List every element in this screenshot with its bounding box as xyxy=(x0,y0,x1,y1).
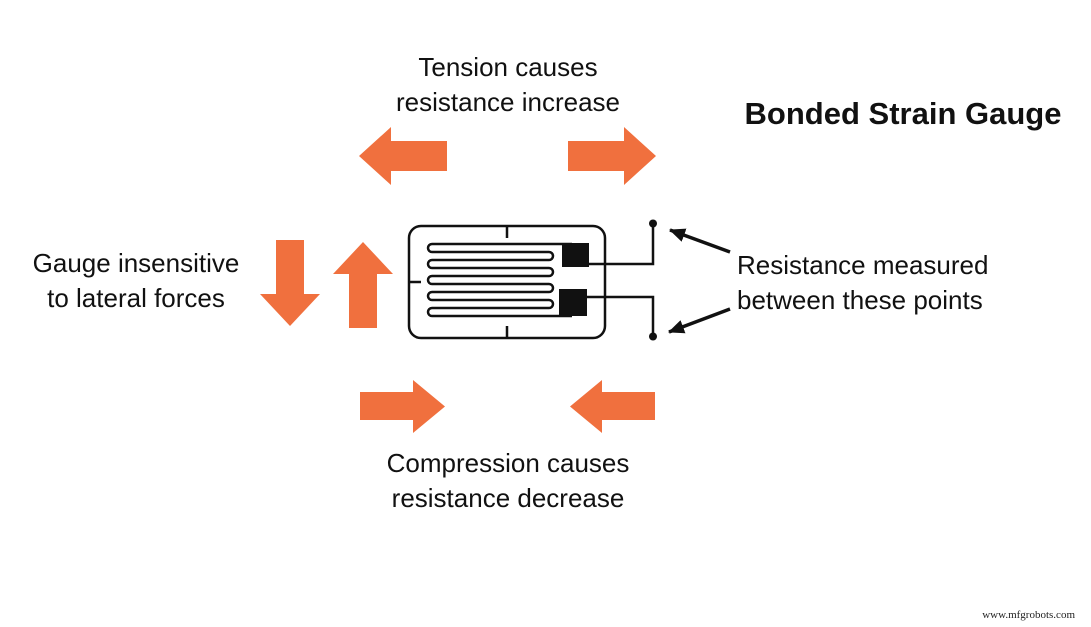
compression-caption: Compression causes resistance decrease xyxy=(387,446,630,516)
tension-caption-line2: resistance increase xyxy=(396,87,620,117)
arrow-right-shape xyxy=(360,380,445,433)
resistance-caption-line2: between these points xyxy=(737,285,983,315)
gauge-serpentine-grid xyxy=(426,242,572,318)
tension-caption-line1: Tension causes xyxy=(418,52,598,82)
solder-pad-top xyxy=(562,243,589,267)
lateral-arrow-down-icon xyxy=(260,240,320,326)
lateral-caption-line1: Gauge insensitive xyxy=(32,248,240,278)
lateral-arrow-up-icon xyxy=(333,242,393,328)
lateral-caption-line2: to lateral forces xyxy=(47,283,225,313)
pointer-arrow-top-icon xyxy=(669,228,731,254)
compression-caption-line1: Compression causes xyxy=(386,448,630,478)
solder-pad-bottom xyxy=(559,289,587,316)
lateral-caption: Gauge insensitive to lateral forces xyxy=(33,246,240,316)
lead-wire-bottom xyxy=(587,295,655,334)
compression-arrow-right-icon xyxy=(360,380,445,433)
page-title: Bonded Strain Gauge xyxy=(744,96,1062,131)
arrow-left-shape xyxy=(570,380,655,433)
gauge-alignment-marks xyxy=(409,226,509,338)
terminal-dot-bottom-icon xyxy=(649,332,657,341)
strain-gauge-illustration xyxy=(407,219,731,341)
watermark: www.mfgrobots.com xyxy=(982,609,1075,621)
tension-arrow-left-icon xyxy=(359,127,447,185)
arrow-up-shape xyxy=(333,242,393,328)
resistance-caption-line1: Resistance measured xyxy=(737,250,989,280)
terminal-dot-top-icon xyxy=(649,219,657,228)
arrow-left-shape xyxy=(359,127,447,185)
compression-caption-line2: resistance decrease xyxy=(391,483,625,513)
arrow-right-shape xyxy=(568,127,656,185)
pointer-arrow-bottom-icon xyxy=(668,307,731,334)
tension-arrow-right-icon xyxy=(568,127,656,185)
compression-arrow-left-icon xyxy=(570,380,655,433)
lead-wire-top xyxy=(589,226,655,266)
arrow-down-shape xyxy=(260,240,320,326)
resistance-caption: Resistance measured between these points xyxy=(737,248,988,318)
tension-caption: Tension causes resistance increase xyxy=(396,50,620,120)
